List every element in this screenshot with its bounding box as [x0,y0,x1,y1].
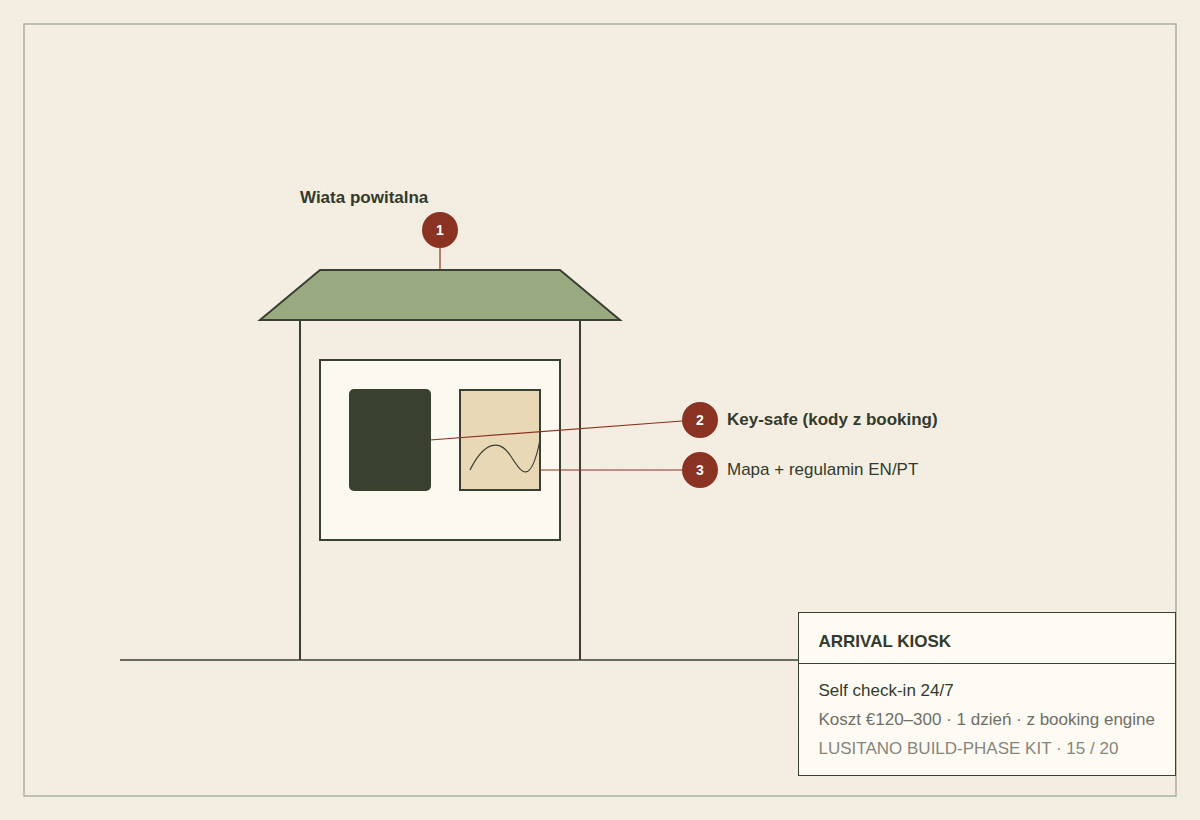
info-box: ARRIVAL KIOSK Self check-in 24/7Koszt €12… [798,612,1176,776]
box-text: Self check-in 24/7 [819,676,1155,705]
leader-line [439,248,440,270]
callout-number: 2 [682,402,718,438]
leader-line [540,469,682,470]
key-safe [349,389,431,491]
box-text: LUSITANO BUILD-PHASE KIT · 15 / 20 [819,734,1155,763]
kiosk-post [579,320,581,660]
frame-border [24,24,1176,796]
callout-number: 1 [422,212,458,248]
leader-line [430,421,682,440]
part-label: Wiata powitalna [300,188,428,208]
ground-line [120,659,830,661]
map-route [470,440,540,472]
map-board [460,390,540,490]
kiosk-panel [320,360,560,540]
kiosk-roof [260,270,620,320]
box-heading: ARRIVAL KIOSK [819,631,1155,653]
info-header: ARRIVAL KIOSK [799,613,1175,664]
callout-number: 3 [682,452,718,488]
kiosk-post [299,320,301,660]
part-label: Mapa + regulamin EN/PT [727,460,918,480]
part-label: Key-safe (kody z booking) [727,410,938,430]
box-text: Koszt €120–300 · 1 dzień · z booking eng… [819,705,1155,734]
info-body: Self check-in 24/7Koszt €120–300 · 1 dzi… [799,664,1175,775]
